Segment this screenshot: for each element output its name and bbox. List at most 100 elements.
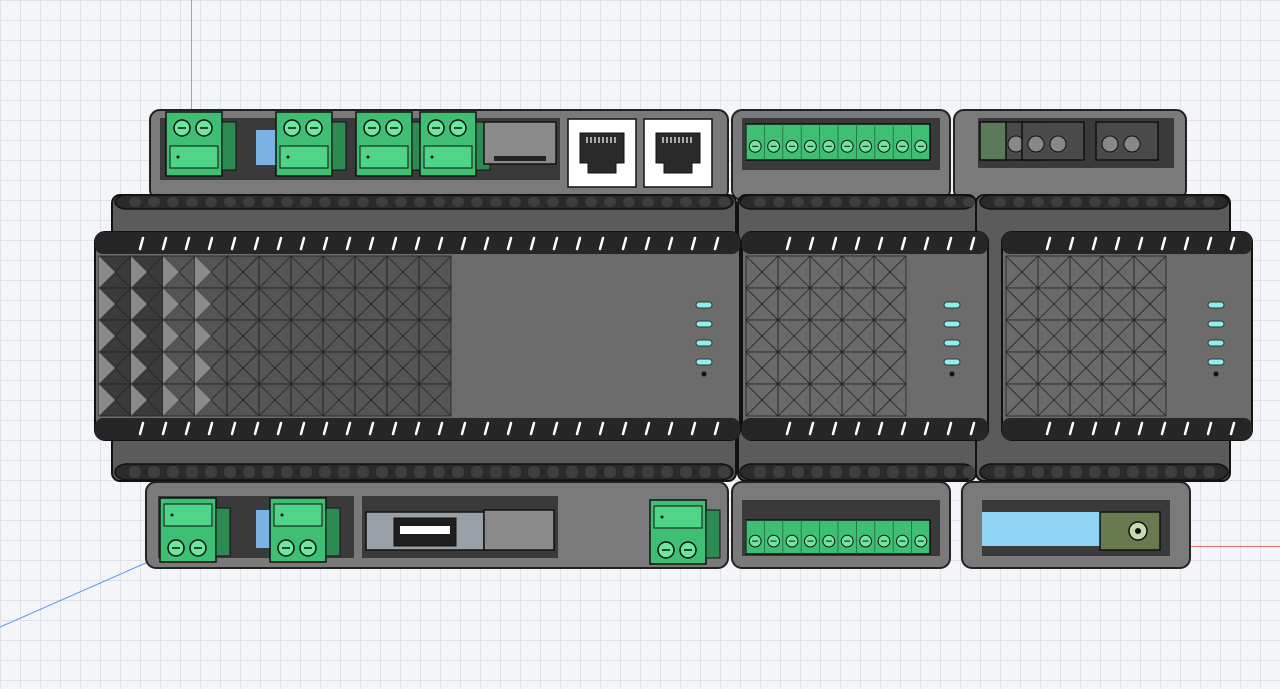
status-led (1207, 358, 1225, 366)
pyramid-cell (873, 383, 907, 417)
pyramid-cell (1069, 319, 1103, 353)
rj-jack-green (979, 121, 1007, 161)
cell-diag (873, 351, 907, 385)
cell-diag (777, 255, 811, 289)
cell-diag (354, 351, 388, 385)
ridge (433, 466, 445, 478)
vent-slot (391, 236, 398, 251)
vent-slot (161, 236, 168, 251)
ridge (623, 197, 635, 207)
cell-diag (354, 383, 388, 417)
status-led (943, 320, 961, 328)
vent-slot (900, 236, 907, 251)
cell-diag (841, 383, 875, 417)
pyramid-cell (162, 255, 196, 289)
cell-diag (258, 383, 292, 417)
ridge (148, 197, 160, 207)
cell-diag (1133, 255, 1167, 289)
dc-power-jack (1099, 511, 1161, 551)
ridge (338, 466, 350, 478)
vent-slot (969, 421, 976, 436)
rj45-port (567, 118, 637, 188)
ridge (167, 466, 179, 478)
pyramid-cell (354, 319, 388, 353)
ridge (376, 466, 388, 478)
vent-slot (552, 236, 559, 251)
cell-diag (258, 255, 292, 289)
cell-diag (418, 351, 452, 385)
cell-diag (226, 351, 260, 385)
cell-diag (841, 351, 875, 385)
ridge (699, 197, 711, 207)
rj45-pin (586, 137, 588, 143)
ridge (585, 197, 597, 207)
status-led (1207, 339, 1225, 347)
cell-diag (386, 255, 420, 289)
terminal-dot (280, 513, 284, 517)
cell-diag (1037, 383, 1071, 417)
rj45-pin (614, 137, 616, 143)
vent-slot (253, 421, 260, 436)
vent-slot (1160, 236, 1167, 251)
ridge (243, 466, 255, 478)
cell-diag (745, 351, 779, 385)
pyramid-cell (841, 287, 875, 321)
vent-slot (644, 421, 651, 436)
ridge (528, 466, 540, 478)
vent-slot (667, 236, 674, 251)
rj-jack (1021, 121, 1085, 161)
cell-diag (777, 383, 811, 417)
ridge (357, 197, 369, 207)
vent-slot (207, 236, 214, 251)
terminal-face (359, 145, 409, 169)
pyramid-cell (354, 255, 388, 289)
pyramid-cell (418, 351, 452, 385)
cell-diag (1037, 287, 1071, 321)
ridge (868, 197, 880, 207)
pyramid-cell (194, 351, 228, 385)
ridge (718, 466, 730, 478)
vent-slot (207, 421, 214, 436)
terminal-side (331, 121, 347, 171)
pyramid-cell (290, 255, 324, 289)
cell-facet (163, 288, 179, 320)
pyramid-cell (258, 287, 292, 321)
pyramid-cell (1133, 255, 1167, 289)
pyramid-cell (809, 287, 843, 321)
bottom-light-panel (982, 512, 1100, 546)
pyramid-cell (98, 383, 132, 417)
cell-diag (777, 319, 811, 353)
vent-slot (1045, 421, 1052, 436)
cell-facet (131, 288, 147, 320)
vent-slot (808, 421, 815, 436)
cell-diag (745, 255, 779, 289)
ridge (1013, 466, 1025, 478)
ridge (490, 197, 502, 207)
terminal-face (653, 505, 703, 529)
pyramid-cell (130, 287, 164, 321)
jack-socket (1101, 135, 1119, 153)
cell-facet (195, 384, 211, 416)
ridge (1146, 466, 1158, 478)
cell-facet (131, 384, 147, 416)
vent-slot (575, 421, 582, 436)
rj45-pin (682, 137, 684, 143)
jack-socket (1049, 135, 1067, 153)
pyramid-cell (1037, 287, 1071, 321)
terminal-side (705, 509, 721, 559)
ridge (887, 197, 899, 207)
cell-diag (1133, 351, 1167, 385)
pyramid-cell (162, 383, 196, 417)
pyramid-cell (226, 351, 260, 385)
cell-diag (841, 287, 875, 321)
vent-slot (414, 421, 421, 436)
vent-slot (690, 236, 697, 251)
pyramid-cell (226, 319, 260, 353)
rj45-pin (602, 137, 604, 143)
cell-diag (386, 383, 420, 417)
pyramid-cell (130, 383, 164, 417)
vent-slot (877, 236, 884, 251)
vent-slot (1183, 421, 1190, 436)
